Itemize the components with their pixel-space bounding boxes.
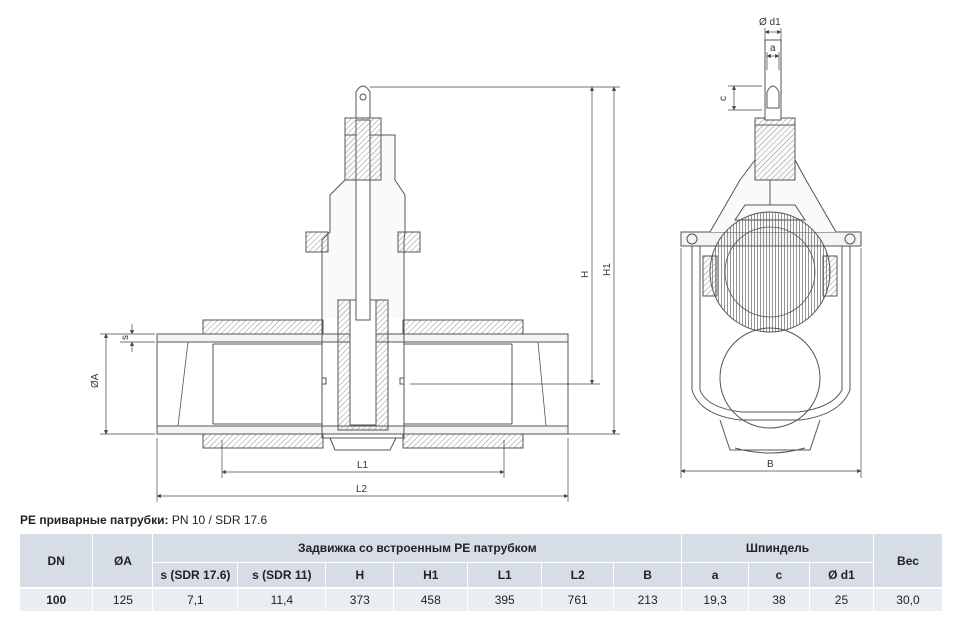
side-view xyxy=(156,85,569,451)
table-row: 100 125 7,1 11,4 373 458 395 761 213 19,… xyxy=(20,587,944,611)
subheader-s-sdr176: s (SDR 17.6) xyxy=(152,562,239,588)
technical-drawing: ØA s L1 L2 H H1 xyxy=(90,17,862,502)
cell-s-sdr176: 7,1 xyxy=(152,587,239,611)
header-valve: Задвижка со встроенным PE патрубком xyxy=(152,534,683,563)
cell-l1: 395 xyxy=(467,587,543,611)
subheader-s-sdr11: s (SDR 11) xyxy=(237,562,327,588)
subheader-d1: Ø d1 xyxy=(809,562,874,588)
header-weight: Вес xyxy=(873,534,944,588)
cell-dn: 100 xyxy=(20,587,94,611)
header-phi-a: ØA xyxy=(92,534,154,588)
subheader-h1: H1 xyxy=(393,562,469,588)
label-l2: L2 xyxy=(356,484,368,495)
label-d1: Ø d1 xyxy=(759,17,781,28)
subheader-c: c xyxy=(748,562,810,588)
subheader-a: a xyxy=(681,562,750,588)
label-h: H xyxy=(580,271,591,278)
label-l1: L1 xyxy=(357,460,369,471)
front-dimensions xyxy=(680,28,862,478)
cell-c: 38 xyxy=(748,587,810,611)
cell-s-sdr11: 11,4 xyxy=(237,587,327,611)
header-spindle: Шпиндель xyxy=(681,534,874,563)
cell-phi-a: 125 xyxy=(92,587,154,611)
cell-l2: 761 xyxy=(541,587,615,611)
subheader-b: B xyxy=(613,562,683,588)
caption-value: PN 10 / SDR 17.6 xyxy=(171,513,268,527)
cell-weight: 30,0 xyxy=(873,587,944,611)
header-dn: DN xyxy=(20,534,94,588)
front-dimension-labels: Ø d1 a c B xyxy=(718,17,781,470)
subheader-l2: L2 xyxy=(541,562,615,588)
label-c: c xyxy=(718,96,729,101)
label-b: B xyxy=(767,459,774,470)
side-dimensions xyxy=(100,86,620,502)
spec-table: DN ØA Задвижка со встроенным PE патрубко… xyxy=(20,534,944,611)
cell-a: 19,3 xyxy=(681,587,750,611)
cell-h: 373 xyxy=(325,587,395,611)
subheader-l1: L1 xyxy=(467,562,543,588)
side-dimension-labels: ØA s L1 L2 H H1 xyxy=(90,263,613,495)
cell-b: 213 xyxy=(613,587,683,611)
label-s: s xyxy=(120,335,131,340)
cell-d1: 25 xyxy=(809,587,874,611)
cell-h1: 458 xyxy=(393,587,469,611)
caption-title: PE приварные патрубки: xyxy=(20,513,169,527)
label-a: a xyxy=(770,43,776,54)
front-view xyxy=(680,39,862,454)
caption: PE приварные патрубки: PN 10 / SDR 17.6 xyxy=(20,513,267,527)
label-h1: H1 xyxy=(602,263,613,276)
subheader-h: H xyxy=(325,562,395,588)
label-phi-a: ØA xyxy=(90,373,101,388)
